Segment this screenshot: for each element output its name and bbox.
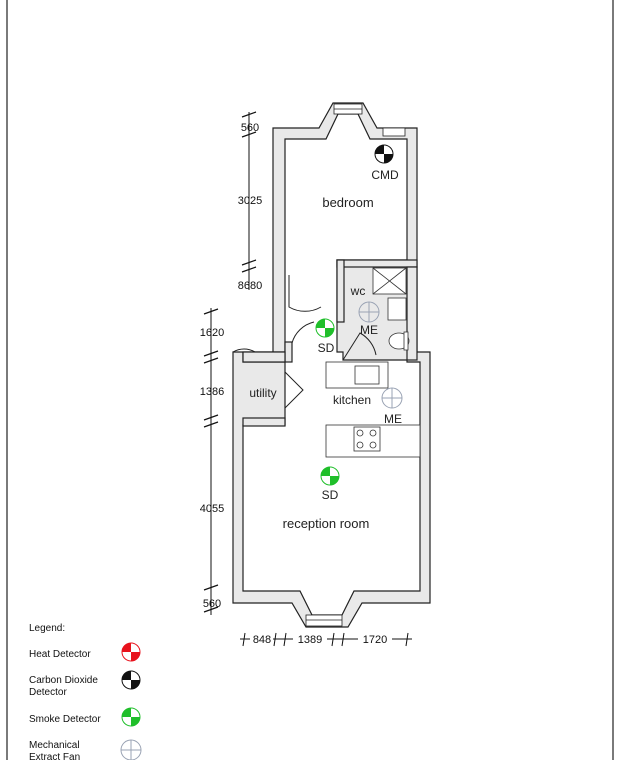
smoke-detector-icon (121, 707, 141, 727)
heat-detector-icon (121, 642, 141, 662)
device-label-me-kitchen: ME (384, 412, 402, 426)
legend-label-carbon-1: Carbon Dioxide (29, 675, 98, 686)
room-label-utility: utility (249, 386, 276, 400)
dim-label-v5: 1386 (200, 386, 224, 398)
device-label-me-wc: ME (360, 323, 378, 337)
legend-label-heat: Heat Detector (29, 649, 91, 660)
device-label-cmd: CMD (371, 168, 399, 182)
room-label-reception: reception room (283, 516, 370, 531)
carbon-dioxide-detector-icon (374, 144, 394, 164)
kitchen-sink (354, 365, 380, 385)
smoke-detector-icon (320, 466, 340, 486)
room-label-wc: wc (350, 284, 366, 298)
fixtures (325, 267, 421, 458)
dim-label-h3: 1720 (363, 634, 387, 646)
legend-label-fan-2: Extract Fan (29, 752, 80, 760)
dim-label-v6: 4055 (200, 503, 224, 515)
room-label-kitchen: kitchen (333, 393, 371, 407)
internal-walls (242, 259, 418, 427)
dim-label-h2: 1389 (298, 634, 322, 646)
room-label-bedroom: bedroom (322, 195, 373, 210)
toilet-cistern (403, 331, 409, 351)
extract-fan-icon (381, 387, 403, 409)
legend-label-carbon-2: Detector (29, 687, 67, 698)
dim-label-v2: 3025 (238, 195, 262, 207)
extract-fan-icon (358, 301, 380, 323)
dim-label-v1: 560 (241, 122, 259, 134)
windows (305, 103, 406, 627)
carbon-dioxide-detector-icon (121, 670, 141, 690)
dim-label-v7: 560 (203, 598, 221, 610)
dim-label-v3: 8680 (238, 280, 262, 292)
extract-fan-icon (120, 739, 142, 760)
device-label-sd-hall: SD (318, 341, 335, 355)
dim-label-v4: 1620 (200, 327, 224, 339)
legend-label-fan-1: Mechanical (29, 740, 80, 751)
vertical-dimension-line (203, 111, 257, 615)
device-label-sd-reception: SD (322, 488, 339, 502)
legend-title: Legend: (29, 623, 65, 634)
wc-basin (387, 297, 407, 321)
doors (232, 275, 377, 409)
dim-label-h1: 848 (253, 634, 271, 646)
legend: Legend: Heat Detector Carbon Dioxide Det… (29, 623, 142, 760)
legend-label-smoke: Smoke Detector (29, 714, 101, 725)
smoke-detector-icon (315, 318, 335, 338)
